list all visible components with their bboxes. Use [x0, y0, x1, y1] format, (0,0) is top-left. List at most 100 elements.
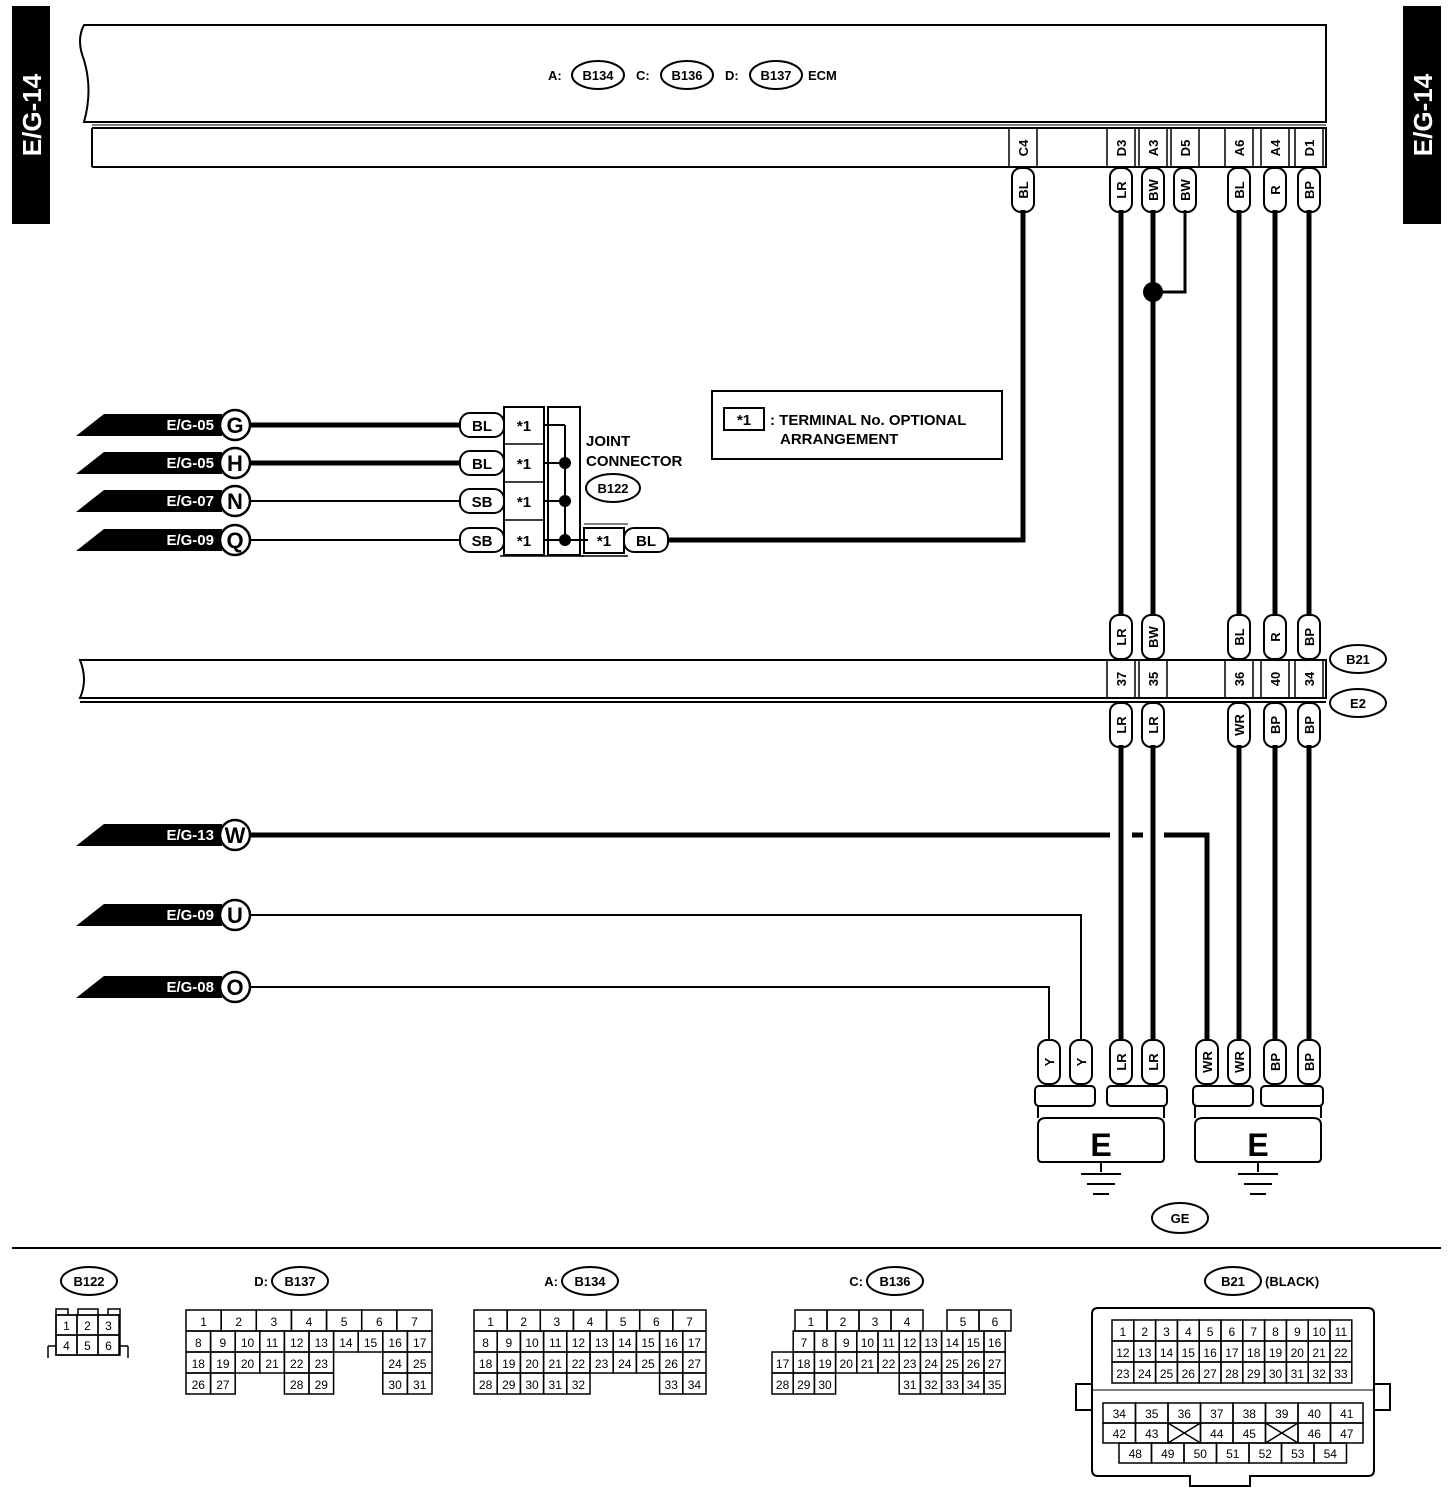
face-b137-pin-24: 24 — [388, 1357, 402, 1371]
face-b136-pin-19: 19 — [818, 1357, 832, 1371]
legend-line-1: : TERMINAL No. OPTIONAL — [770, 412, 966, 429]
joint-out-wire: BL — [636, 533, 656, 550]
face-b137-pin-25: 25 — [413, 1357, 427, 1371]
face-b137-pin-30: 30 — [388, 1378, 402, 1392]
ground-left-wire-0-tag — [1037, 1039, 1061, 1085]
face-b21-pin-49: 49 — [1161, 1447, 1175, 1461]
ecm-conn-d: B137 — [760, 68, 791, 83]
joint-connector-b122: *1 BL JOINT CONNECTOR B122 — [500, 406, 683, 557]
ref-N-arrow — [76, 490, 222, 512]
page-tag-right: E/G-14 — [1403, 6, 1441, 224]
face-b21-pin-43: 43 — [1145, 1427, 1159, 1441]
face-b137-pin-10: 10 — [241, 1336, 255, 1350]
face-b137-pin-15: 15 — [364, 1336, 378, 1350]
page-tag-left-text: E/G-14 — [17, 73, 47, 156]
ref-N-star: *1 — [517, 494, 531, 511]
face-b21-pin-34: 34 — [1113, 1407, 1127, 1421]
face-b21-pin-20: 20 — [1291, 1346, 1305, 1360]
face-b134-pin-32: 32 — [572, 1378, 586, 1392]
face-b21-pin-46: 46 — [1308, 1427, 1322, 1441]
ecm-pin-A6: A6 — [1232, 140, 1247, 157]
b21-top-37-tag — [1109, 614, 1133, 660]
ecm-c-prefix: C: — [636, 68, 650, 83]
ref-Q-letter: Q — [226, 528, 243, 553]
face-b134-pin-10: 10 — [525, 1336, 539, 1350]
b21-top-35-tag — [1141, 614, 1165, 660]
ge-label-group: GE — [1151, 1202, 1209, 1234]
ground-left-wire-0-text: Y — [1042, 1057, 1057, 1066]
face-b21-suffix: (BLACK) — [1265, 1274, 1319, 1289]
face-b137-pin-22: 22 — [290, 1357, 304, 1371]
b21-pin-37: 37 — [1114, 672, 1129, 686]
ecm-pin-D1: D1 — [1302, 140, 1317, 157]
face-b21-pin-47: 47 — [1340, 1427, 1354, 1441]
face-b134-pin-29: 29 — [502, 1378, 516, 1392]
face-b134-pin-18: 18 — [479, 1357, 493, 1371]
face-b21-pin-42: 42 — [1113, 1427, 1127, 1441]
b21-pin-35: 35 — [1146, 672, 1161, 686]
face-b137-pin-21: 21 — [265, 1357, 279, 1371]
lref-U-letter: U — [227, 903, 243, 928]
face-b21-pin-54: 54 — [1324, 1447, 1338, 1461]
face-b134-pin-33: 33 — [665, 1378, 679, 1392]
ground-right-wire-1-text: WR — [1232, 1051, 1247, 1073]
face-b21-pin-18: 18 — [1247, 1346, 1261, 1360]
face-b21-pin-35: 35 — [1145, 1407, 1159, 1421]
face-b21-pin-53: 53 — [1291, 1447, 1305, 1461]
face-b122-name: B122 — [73, 1274, 104, 1289]
face-b137-pin-26: 26 — [192, 1378, 206, 1392]
ref-Q-star: *1 — [517, 533, 531, 550]
face-b21-pin-23: 23 — [1116, 1367, 1130, 1381]
face-b21-pin-30: 30 — [1269, 1367, 1283, 1381]
page-tag-right-text: E/G-14 — [1408, 73, 1438, 156]
joint-label-1: JOINT — [586, 433, 630, 450]
ge-label: GE — [1171, 1211, 1190, 1226]
face-b21-pin-52: 52 — [1259, 1447, 1273, 1461]
face-b137-pin-7: 7 — [411, 1315, 418, 1329]
face-b134-pin-7: 7 — [686, 1315, 693, 1329]
face-b136-prefix: C: — [849, 1274, 863, 1289]
face-b21-pin-1: 1 — [1120, 1325, 1127, 1339]
face-b137-name: B137 — [284, 1274, 315, 1289]
ref-H-letter: H — [227, 451, 243, 476]
ground-left-wire-1-text: Y — [1074, 1057, 1089, 1066]
face-b21-pin-2: 2 — [1141, 1325, 1148, 1339]
face-b21-pin-27: 27 — [1203, 1367, 1217, 1381]
face-b134-pin-20: 20 — [525, 1357, 539, 1371]
face-b21-pin-24: 24 — [1138, 1367, 1152, 1381]
ground-left-wire-2-tag — [1109, 1039, 1133, 1085]
face-b137-pin-18: 18 — [192, 1357, 206, 1371]
face-b137-pin-23: 23 — [315, 1357, 329, 1371]
face-b21-pin-3: 3 — [1163, 1325, 1170, 1339]
face-b122-pin-5: 5 — [84, 1339, 91, 1353]
e2-bot-36-text: WR — [1232, 714, 1247, 736]
ground-right-wire-1-tag — [1227, 1039, 1251, 1085]
face-b21-pin-22: 22 — [1334, 1346, 1348, 1360]
face-b136-pin-4: 4 — [904, 1315, 911, 1329]
face-b137-pin-11: 11 — [266, 1336, 279, 1350]
face-b21-pin-6: 6 — [1229, 1325, 1236, 1339]
face-b137-pin-5: 5 — [341, 1315, 348, 1329]
ref-Q-wire: SB — [472, 533, 493, 550]
ecm-pin-C4: C4 — [1016, 139, 1031, 156]
ecm-title-text: ECM — [808, 68, 837, 83]
ecm-pin-D5: D5 — [1178, 140, 1193, 157]
face-b21-pin-45: 45 — [1243, 1427, 1257, 1441]
ref-H-wire: BL — [472, 456, 492, 473]
face-b137-pin-9: 9 — [220, 1336, 227, 1350]
ground-right-letter: E — [1247, 1127, 1268, 1163]
e2-bot-40-text: BP — [1268, 716, 1283, 734]
face-b136-pin-21: 21 — [861, 1357, 875, 1371]
ref-H-page: E/G-05 — [166, 455, 214, 472]
face-b122-pin-1: 1 — [63, 1319, 70, 1333]
face-b21-pin-38: 38 — [1243, 1407, 1257, 1421]
ground-left-wire-3-text: LR — [1146, 1053, 1161, 1071]
ecm-wire-D1-text: BP — [1302, 181, 1317, 199]
face-b136-pin-32: 32 — [924, 1378, 938, 1392]
